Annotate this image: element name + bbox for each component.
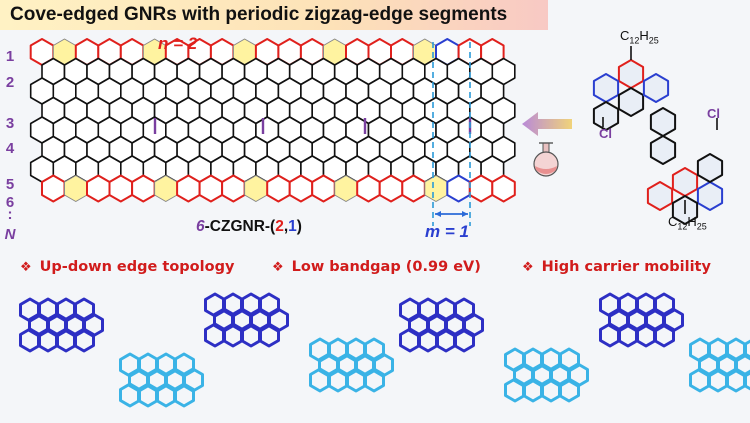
monomer-ring xyxy=(617,87,645,117)
hexagon-lattice xyxy=(29,38,516,203)
row-label-2: 2 xyxy=(5,74,15,91)
flask-icon xyxy=(533,142,559,177)
feature-3: ❖High carrier mobility xyxy=(522,259,711,275)
ribbon-name-core: -CZGNR-( xyxy=(204,218,276,235)
row-label-dots: : xyxy=(7,206,13,223)
monomer-ring xyxy=(592,73,620,103)
bracket-arrow-right-icon xyxy=(462,211,468,217)
edge-hexagon xyxy=(378,174,404,203)
model-ring xyxy=(743,339,750,361)
monomer-rings xyxy=(592,59,724,225)
monomer-structure: Cl Cl xyxy=(592,46,724,225)
feature-1: ❖Up-down edge topology xyxy=(20,259,235,275)
monomer-ring xyxy=(649,135,677,165)
edge-hexagon xyxy=(86,174,111,203)
monomer-ring xyxy=(646,181,674,211)
monomer-ring xyxy=(671,167,699,197)
feature-2: ❖Low bandgap (0.99 eV) xyxy=(272,259,481,275)
edge-hexagon xyxy=(131,174,156,203)
edge-hexagon xyxy=(198,174,224,203)
row-label-1: 1 xyxy=(5,48,15,65)
stick-model-rings xyxy=(19,292,750,408)
model-ring xyxy=(173,382,195,408)
row-label-4: 4 xyxy=(5,140,15,157)
monomer-ring xyxy=(642,73,670,103)
edge-hexagon xyxy=(356,174,381,203)
molecular-model-3d xyxy=(19,292,750,408)
edge-hexagon xyxy=(468,174,494,203)
model-ring xyxy=(73,327,95,353)
diamond-bullet-icon: ❖ xyxy=(20,259,32,274)
ribbon-name-width: 6 xyxy=(196,218,205,235)
ribbon-name: 6-CZGNR-(2,1) xyxy=(196,218,302,236)
m-label: m = 1 xyxy=(425,222,469,241)
row-label-n: N xyxy=(4,226,16,243)
monomer-ring xyxy=(649,107,677,137)
chlorine-right-label: Cl xyxy=(707,106,720,121)
edge-hexagon xyxy=(288,174,314,203)
ribbon-name-n: 2 xyxy=(275,218,284,235)
edge-hexagon xyxy=(221,174,246,203)
model-ring xyxy=(558,377,580,403)
edge-hexagon xyxy=(446,174,471,203)
edge-hexagon xyxy=(176,174,201,203)
edge-hexagon xyxy=(401,174,426,203)
substituent-top: C12H25 xyxy=(620,28,659,46)
edge-hexagon xyxy=(311,174,336,203)
row-label-3: 3 xyxy=(5,115,15,132)
monomer-ring xyxy=(696,181,724,211)
edge-hexagon xyxy=(266,174,291,203)
n-label: n = 2 xyxy=(158,34,198,53)
row-label-5: 5 xyxy=(5,176,15,193)
diamond-bullet-icon: ❖ xyxy=(272,259,284,274)
ribbon-structure xyxy=(29,38,516,226)
bracket-arrow-left-icon xyxy=(435,211,441,217)
edge-hexagon xyxy=(41,174,66,203)
model-ring xyxy=(653,322,675,348)
model-ring xyxy=(258,322,280,348)
page-title: Cove-edged GNRs with periodic zigzag-edg… xyxy=(10,4,508,25)
edge-hexagon xyxy=(108,174,134,203)
monomer-ring xyxy=(617,59,645,89)
title-banner: Cove-edged GNRs with periodic zigzag-edg… xyxy=(0,0,548,30)
ribbon-name-close: ) xyxy=(296,218,302,235)
reaction-arrow xyxy=(522,112,572,177)
ribbon-name-m: 1 xyxy=(288,218,297,235)
chlorine-left-label: Cl xyxy=(599,126,612,141)
monomer-ring xyxy=(696,153,724,183)
model-ring xyxy=(453,327,475,353)
edge-hexagon xyxy=(491,174,516,203)
substituent-bottom: C12H25 xyxy=(668,214,707,232)
diamond-bullet-icon: ❖ xyxy=(522,259,534,274)
model-ring xyxy=(363,367,385,393)
ribbon-name-sep: , xyxy=(283,218,289,235)
monomer-ring xyxy=(592,101,620,131)
arrow-left-icon xyxy=(522,112,572,136)
model-ring xyxy=(743,369,750,391)
row-label-6: 6 xyxy=(5,194,15,211)
